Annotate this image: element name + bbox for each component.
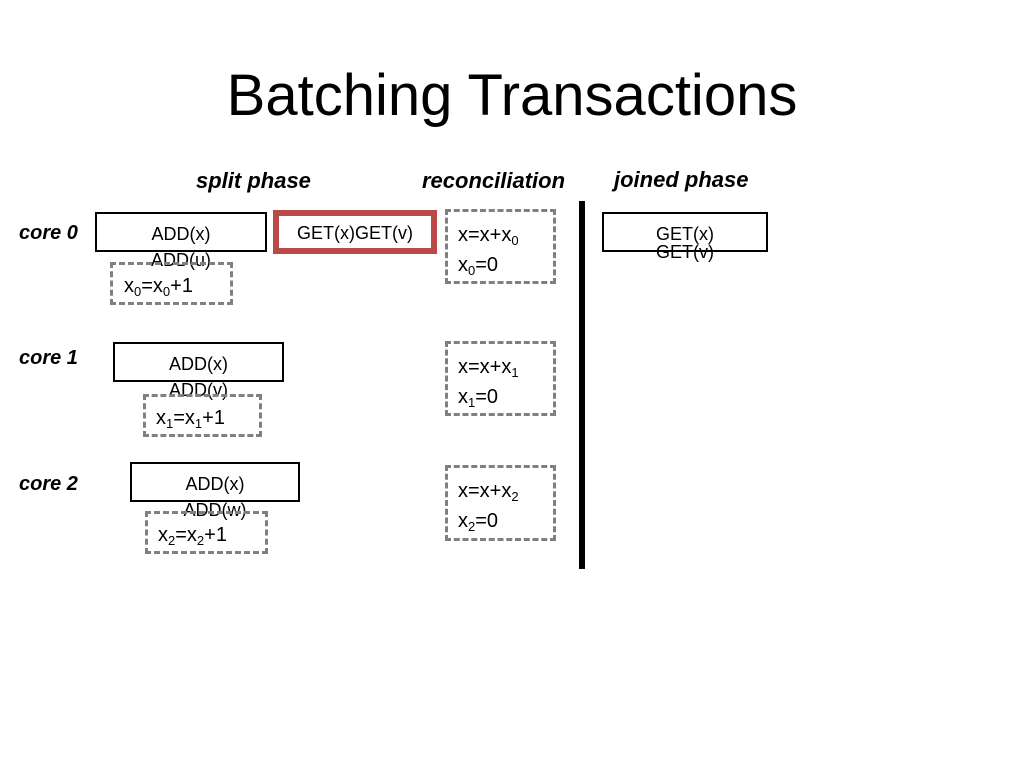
core-2-label: core 2 — [19, 473, 78, 495]
recon-reset-line: x1=0 — [458, 386, 499, 410]
core-0-split-transaction: ADD(x) ADD(u) — [95, 212, 267, 270]
slide-title: Batching Transactions — [226, 63, 798, 128]
core-1-reconciliation: x=x+x1 x1=0 — [445, 341, 556, 416]
tx-line: ADD(w) — [183, 500, 247, 520]
recon-merge-line: x=x+x1 — [458, 356, 519, 380]
recon-reset-line: x0=0 — [458, 254, 499, 278]
core-1-split-transaction: ADD(x) ADD(v) — [113, 342, 284, 400]
core-1-label: core 1 — [19, 347, 78, 369]
joined-phase-header: joined phase — [614, 167, 749, 192]
stalled-tx-text: GET(x)GET(v) — [297, 223, 413, 243]
core-0-label: core 0 — [19, 222, 78, 244]
recon-merge-line: x=x+x0 — [458, 224, 519, 248]
local-update-text: x1=x1+1 — [156, 407, 225, 431]
phase-divider — [579, 201, 585, 569]
tx-line: ADD(x) — [185, 474, 245, 494]
local-update-text: x2=x2+1 — [158, 524, 227, 548]
core-2-split-transaction: ADD(x) ADD(w) — [130, 462, 300, 520]
core-2-reconciliation: x=x+x2 x2=0 — [445, 465, 556, 541]
core-0-joined-transaction: GET(x) GET(v) — [602, 212, 768, 262]
core-1-local-counter: x1=x1+1 — [143, 394, 262, 437]
recon-reset-line: x2=0 — [458, 510, 499, 534]
core-0-reconciliation: x=x+x0 x0=0 — [445, 209, 556, 284]
core-2-local-counter: x2=x2+1 — [145, 511, 268, 554]
split-phase-header: split phase — [196, 168, 311, 193]
tx-line: GET(x) — [656, 224, 714, 244]
recon-merge-line: x=x+x2 — [458, 480, 519, 504]
tx-line: GET(v) — [656, 242, 714, 262]
core-0-local-counter: x0=x0+1 — [110, 262, 233, 305]
core-0-stalled-transaction: GET(x)GET(v) — [273, 210, 437, 254]
tx-line: ADD(x) — [151, 224, 211, 244]
reconciliation-header: reconciliation — [422, 168, 566, 193]
local-update-text: x0=x0+1 — [124, 275, 193, 299]
tx-line: ADD(u) — [150, 250, 211, 270]
tx-line: ADD(x) — [169, 354, 228, 374]
